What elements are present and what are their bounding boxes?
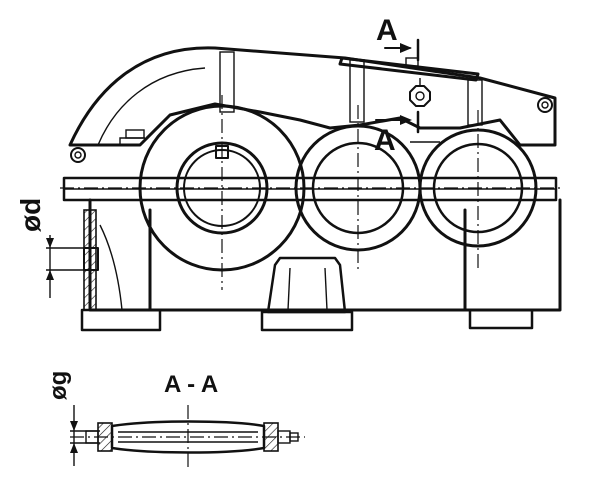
dimension-g: øg xyxy=(45,371,100,466)
section-marker-top-label: A xyxy=(376,14,398,47)
dimension-d: ød xyxy=(15,198,99,298)
section-view-a-a: A - A xyxy=(70,371,305,470)
section-marker-top: A xyxy=(376,14,420,62)
dimension-d-label: ød xyxy=(15,198,46,232)
lifting-eyes xyxy=(70,97,553,163)
section-marker-mid-label: A xyxy=(374,124,396,157)
dimension-g-label: øg xyxy=(45,371,72,400)
housing-base xyxy=(80,198,562,332)
split-flange xyxy=(62,176,558,202)
inspection-cover xyxy=(338,56,480,82)
section-marker-mid: A xyxy=(374,110,440,157)
section-title: A - A xyxy=(164,371,218,398)
breather-plug xyxy=(409,78,431,107)
centerlines xyxy=(60,95,560,290)
